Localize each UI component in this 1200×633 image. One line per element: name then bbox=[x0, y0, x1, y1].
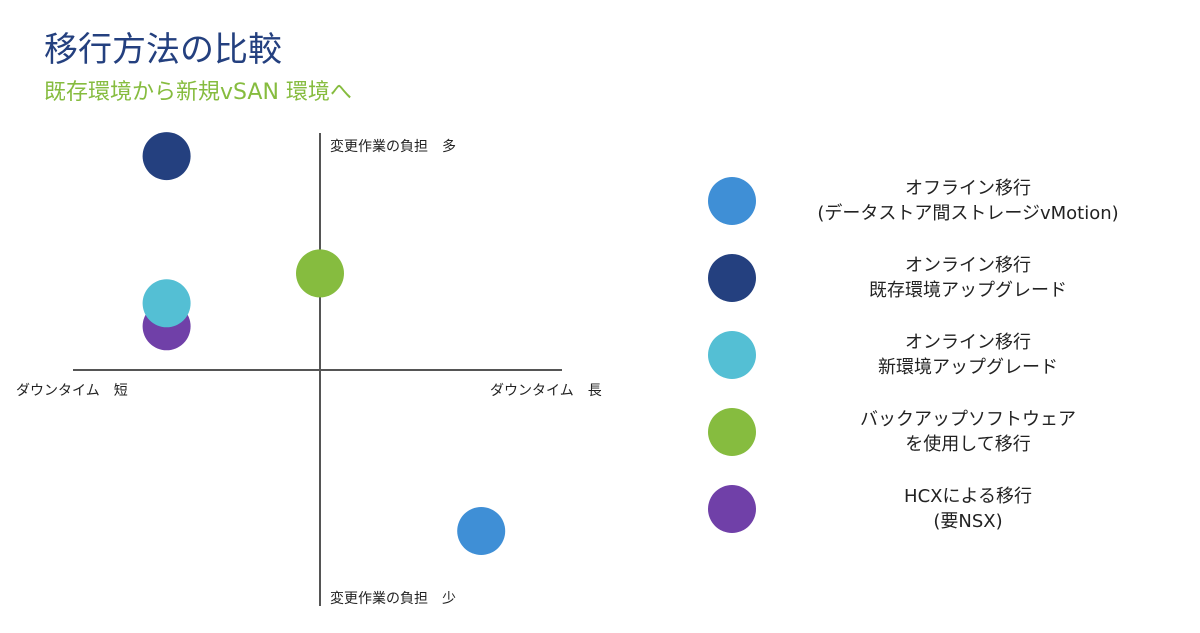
axis-label-downtime-short: ダウンタイム 短 bbox=[16, 383, 128, 399]
legend-label-line2: 既存環境アップグレード bbox=[869, 280, 1067, 301]
method-points bbox=[142, 132, 506, 555]
point-online-new bbox=[142, 279, 191, 328]
legend-label-backup: バックアップソフトウェア を使用して移行 bbox=[768, 407, 1168, 457]
legend: オフライン移行 (データストア間ストレージvMotion) オンライン移行 既存… bbox=[708, 176, 1168, 561]
legend-swatch-hcx bbox=[708, 485, 756, 533]
legend-item-hcx: HCXによる移行 (要NSX) bbox=[708, 484, 1168, 534]
legend-label-offline: オフライン移行 (データストア間ストレージvMotion) bbox=[768, 176, 1168, 226]
legend-swatch-offline bbox=[708, 177, 756, 225]
legend-label-line1: オフライン移行 bbox=[905, 178, 1031, 199]
legend-label-line2: (データストア間ストレージvMotion) bbox=[817, 203, 1119, 224]
legend-label-hcx: HCXによる移行 (要NSX) bbox=[768, 484, 1168, 534]
legend-label-online-existing: オンライン移行 既存環境アップグレード bbox=[768, 253, 1168, 303]
legend-item-offline: オフライン移行 (データストア間ストレージvMotion) bbox=[708, 176, 1168, 226]
legend-item-online-existing: オンライン移行 既存環境アップグレード bbox=[708, 253, 1168, 303]
quadrant-chart bbox=[73, 132, 562, 606]
legend-item-backup: バックアップソフトウェア を使用して移行 bbox=[708, 407, 1168, 457]
legend-label-line2: を使用して移行 bbox=[905, 434, 1031, 455]
legend-label-online-new: オンライン移行 新環境アップグレード bbox=[768, 330, 1168, 380]
legend-label-line2: (要NSX) bbox=[933, 511, 1003, 532]
legend-label-line2: 新環境アップグレード bbox=[878, 357, 1058, 378]
legend-swatch-online-new bbox=[708, 331, 756, 379]
legend-item-online-new: オンライン移行 新環境アップグレード bbox=[708, 330, 1168, 380]
legend-label-line1: HCXによる移行 bbox=[904, 486, 1032, 507]
point-backup bbox=[296, 249, 344, 298]
legend-swatch-backup bbox=[708, 408, 756, 456]
legend-label-line1: オンライン移行 bbox=[905, 255, 1031, 276]
axis-label-downtime-long: ダウンタイム 長 bbox=[490, 383, 602, 399]
legend-label-line1: バックアップソフトウェア bbox=[860, 409, 1076, 430]
point-offline bbox=[457, 507, 506, 555]
axis-label-effort-low: 変更作業の負担 少 bbox=[330, 591, 456, 607]
page-title: 移行方法の比較 bbox=[44, 30, 282, 70]
point-online-existing bbox=[142, 132, 191, 181]
axis-label-effort-high: 変更作業の負担 多 bbox=[330, 139, 456, 155]
legend-swatch-online-existing bbox=[708, 254, 756, 302]
page-subtitle: 既存環境から新規vSAN 環境へ bbox=[44, 80, 352, 105]
legend-label-line1: オンライン移行 bbox=[905, 332, 1031, 353]
